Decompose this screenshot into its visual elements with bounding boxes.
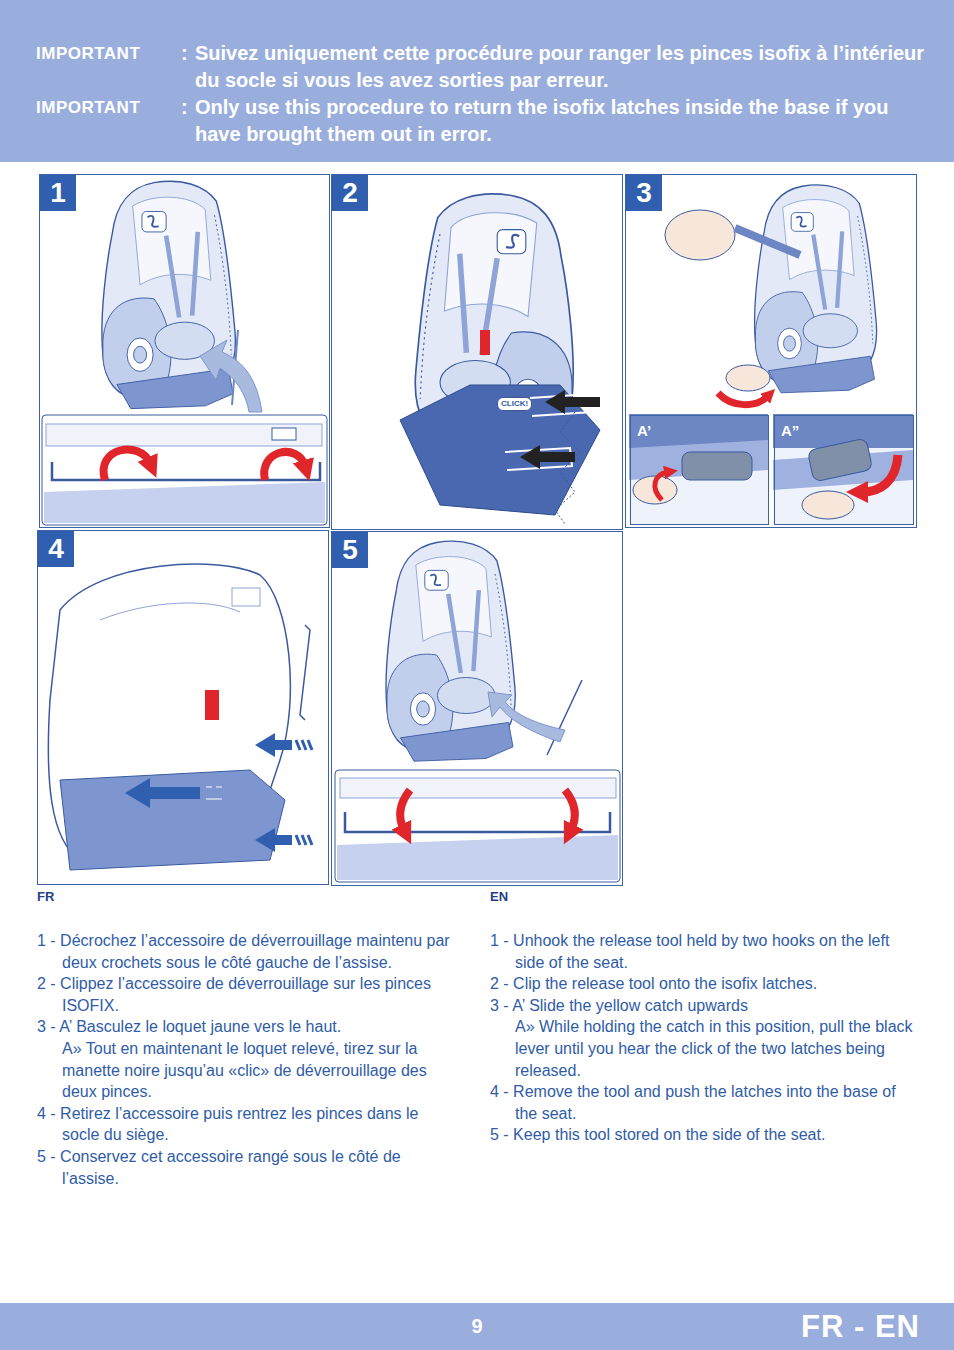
illustration-part <box>718 393 768 405</box>
illustration-part <box>255 733 292 757</box>
text-column: 1 - Décrochez l’accessoire de déverrouil… <box>37 930 457 1189</box>
step-text: A» Tout en maintenant le loquet relevé, … <box>37 1038 457 1103</box>
step4-art <box>48 564 312 870</box>
illustration-part <box>545 390 600 414</box>
illustration-part <box>665 210 735 260</box>
illustration-part <box>655 472 668 500</box>
illustration-part <box>547 680 582 755</box>
illustration-part <box>735 228 800 255</box>
step-number: 3 <box>626 175 662 211</box>
language-tag: FR - EN <box>801 1309 920 1345</box>
separator: : <box>181 94 195 121</box>
step-number: 4 <box>38 531 74 567</box>
step-text: 3 - A’ Slide the yellow catch upwards <box>490 995 922 1017</box>
notice-row: IMPORTANT:Suivez uniquement cette procéd… <box>36 40 954 94</box>
illustration-part <box>264 452 305 480</box>
illustration-part <box>565 790 575 830</box>
illustration-part <box>296 740 312 750</box>
step1-art <box>42 181 327 525</box>
illustration-part <box>340 778 616 798</box>
notice-text: Suivez uniquement cette procédure pour r… <box>195 40 935 94</box>
illustration-part <box>337 835 618 880</box>
illustration-part <box>335 770 620 882</box>
step-text: 5 - Keep this tool stored on the side of… <box>490 1124 922 1146</box>
step-number: 2 <box>332 175 368 211</box>
step-text: 3 - A’ Basculez le loquet jaune vers le … <box>37 1016 457 1038</box>
step-text: 2 - Clippez l’accessoire de déverrouilla… <box>37 973 457 1016</box>
illustration-part <box>125 778 200 808</box>
step-number: 5 <box>332 532 368 568</box>
illustration-part <box>802 491 854 519</box>
step-panel: 2 <box>331 174 623 530</box>
detail-label: A’ <box>631 416 651 439</box>
step-text: 1 - Unhook the release tool held by two … <box>490 930 922 973</box>
illustration-part <box>272 428 296 440</box>
car-seat <box>755 185 877 393</box>
illustration-part <box>773 414 913 524</box>
detail-panel: A’ <box>630 415 769 525</box>
illustration-part <box>488 692 565 742</box>
illustration-part <box>296 835 312 845</box>
illustration-part <box>480 330 490 355</box>
illustration-part <box>52 462 320 480</box>
illustration-part <box>44 482 325 523</box>
step-panel: 4 <box>37 530 329 885</box>
step-text: 1 - Décrochez l’accessoire de déverrouil… <box>37 930 457 973</box>
illustration-part <box>200 340 262 412</box>
illustration-part <box>232 588 260 606</box>
illustration-part <box>555 412 580 524</box>
step-panel: A’ A” 3 <box>625 174 917 528</box>
illustration-part <box>862 455 898 492</box>
text-column: 1 - Unhook the release tool held by two … <box>490 930 922 1146</box>
step-number: 1 <box>40 175 76 211</box>
illustration-part <box>46 424 322 446</box>
illustration-part <box>205 690 219 720</box>
language-heading: EN <box>490 889 508 904</box>
sound-callout: CLICK! <box>497 397 532 411</box>
detail-label: A” <box>775 416 799 439</box>
language-heading: FR <box>37 889 54 904</box>
illustration-part <box>255 828 292 852</box>
notice-text: Only use this procedure to return the is… <box>195 94 935 148</box>
illustration-part <box>60 770 285 870</box>
illustration-part <box>400 385 600 515</box>
important-label: IMPORTANT <box>36 94 181 121</box>
illustration-part <box>807 438 872 482</box>
illustration-part <box>300 625 310 720</box>
step-panel: 1 <box>39 174 330 528</box>
illustration-part <box>104 450 150 480</box>
step3-art <box>629 185 913 524</box>
step-text: 4 - Retirez l’accessoire puis rentrez le… <box>37 1103 457 1146</box>
step5-art <box>335 541 620 882</box>
detail-panel: A” <box>774 415 914 525</box>
page-number: 9 <box>457 1315 497 1338</box>
step2-art <box>400 194 600 524</box>
step-text: 2 - Clip the release tool onto the isofi… <box>490 973 922 995</box>
illustration-part <box>42 415 327 525</box>
header-band: IMPORTANT:Suivez uniquement cette procéd… <box>0 0 954 162</box>
step-text: A» While holding the catch in this posit… <box>490 1016 922 1081</box>
illustration-part <box>629 414 768 524</box>
footer-band: 9 FR - EN <box>0 1303 954 1350</box>
step-text: 5 - Conservez cet accessoire rangé sous … <box>37 1146 457 1189</box>
illustration-part <box>206 787 222 799</box>
important-label: IMPORTANT <box>36 40 181 67</box>
illustration-part <box>682 452 752 480</box>
illustration-part <box>629 440 768 480</box>
step-text: 4 - Remove the tool and push the latches… <box>490 1081 922 1124</box>
step-panel: 5 <box>331 531 623 886</box>
separator: : <box>181 40 195 67</box>
illustration-part <box>100 603 240 620</box>
illustration-part <box>726 365 770 391</box>
notice-row: IMPORTANT:Only use this procedure to ret… <box>36 94 954 148</box>
illustration-part <box>520 445 575 469</box>
illustration-part <box>400 790 410 830</box>
car-seat <box>386 541 515 761</box>
